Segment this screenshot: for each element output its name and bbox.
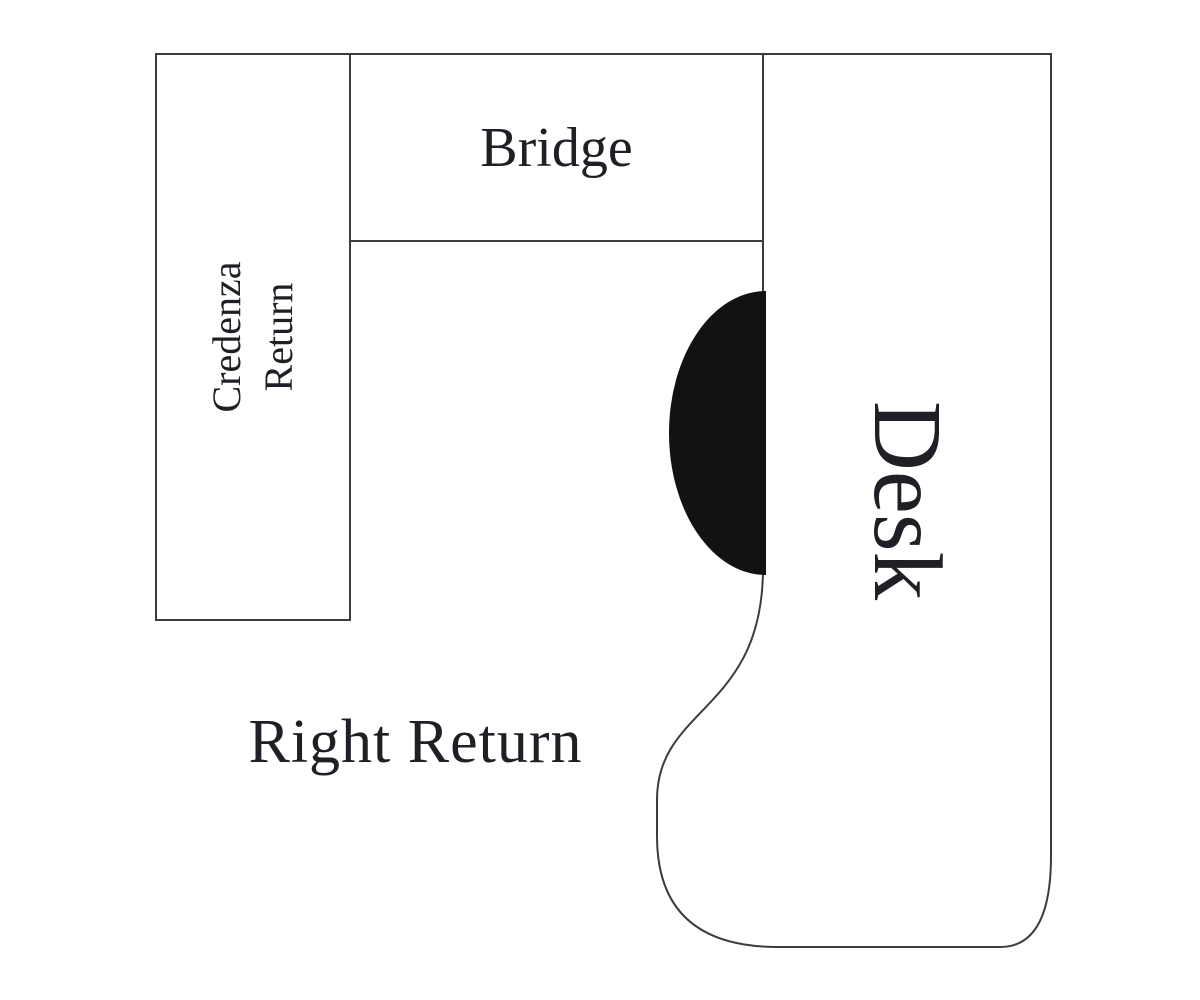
chair-seat-shape [669,291,766,575]
desk-shape [656,53,1052,948]
credenza-return-shape [155,53,351,621]
bridge-shape [349,53,764,242]
